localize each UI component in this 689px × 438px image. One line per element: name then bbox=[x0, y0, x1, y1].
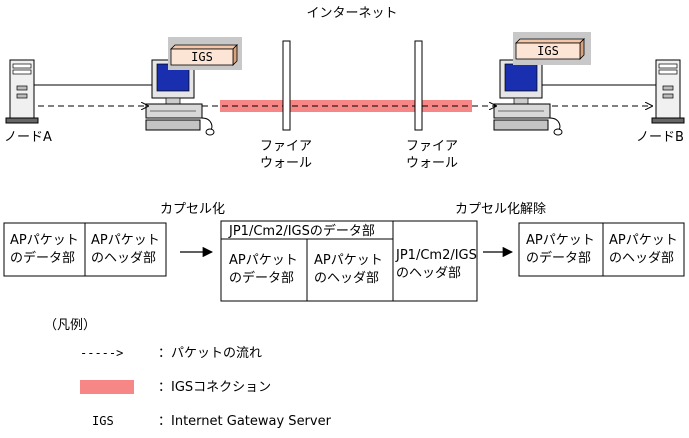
legend: （凡例） -----> ：パケットの流れ ：IGSコネクション IGS ：Int… bbox=[44, 318, 332, 429]
firewall-left-label-line1: ファイア bbox=[260, 139, 312, 154]
igs-badge-right-text: IGS bbox=[537, 44, 559, 58]
computer-right-icon bbox=[493, 59, 563, 136]
legend-igs-connection-swatch bbox=[80, 380, 134, 394]
packet-left-data-line1: APパケット bbox=[10, 233, 79, 248]
node-b-label: ノードB bbox=[636, 130, 684, 145]
packet-right-header-line1: APパケット bbox=[609, 233, 678, 248]
encapsulation-label: カプセル化 bbox=[160, 202, 225, 217]
packet-middle-data-line2: のデータ部 bbox=[229, 270, 294, 286]
packet-right-data-line2: のデータ部 bbox=[526, 250, 591, 266]
packet-right-data-line1: APパケット bbox=[526, 233, 595, 248]
packet-left-data-line2: のデータ部 bbox=[10, 250, 75, 266]
packet-left-header-line2: のヘッダ部 bbox=[91, 251, 156, 266]
packet-middle-header-line2: のヘッダ部 bbox=[314, 271, 379, 286]
packet-right-header-line2: のヘッダ部 bbox=[609, 251, 674, 266]
legend-igs-connection-desc: ：IGSコネクション bbox=[158, 380, 271, 395]
firewall-right-icon bbox=[414, 40, 423, 131]
server-b-icon bbox=[651, 59, 685, 124]
packet-left: APパケット のデータ部 APパケット のヘッダ部 bbox=[3, 222, 167, 277]
packet-middle: JP1/Cm2/IGSのデータ部 APパケット のデータ部 APパケット のヘッ… bbox=[220, 220, 478, 302]
firewall-right-label-line2: ウォール bbox=[406, 156, 458, 171]
computer-left-icon bbox=[145, 59, 215, 136]
firewall-left-label-line2: ウォール bbox=[260, 156, 312, 171]
legend-title: （凡例） bbox=[44, 318, 96, 333]
decapsulation-label: カプセル化解除 bbox=[455, 202, 546, 217]
firewall-right-label-line1: ファイア bbox=[406, 139, 458, 154]
packet-middle-header-line1: APパケット bbox=[314, 253, 383, 268]
legend-packet-flow-key: -----> bbox=[80, 346, 123, 360]
igs-badge-right: IGS bbox=[513, 32, 591, 65]
packet-middle-outer-title: JP1/Cm2/IGSのデータ部 bbox=[228, 223, 375, 239]
packet-middle-igs-line1: JP1/Cm2/IGS bbox=[395, 248, 477, 263]
packet-middle-data-line1: APパケット bbox=[229, 253, 298, 268]
node-a-label: ノードA bbox=[4, 130, 52, 145]
packet-left-header-line1: APパケット bbox=[91, 233, 160, 248]
firewall-left-icon bbox=[282, 40, 291, 131]
legend-igs-key: IGS bbox=[92, 414, 114, 428]
packet-right: APパケット のデータ部 APパケット のヘッダ部 bbox=[518, 222, 685, 277]
igs-badge-left: IGS bbox=[168, 37, 242, 70]
server-a-icon bbox=[5, 59, 39, 124]
internet-title: インターネット bbox=[306, 6, 397, 21]
legend-packet-flow-desc: ：パケットの流れ bbox=[158, 346, 262, 361]
packet-middle-igs-line2: のヘッダ部 bbox=[396, 266, 461, 281]
igs-badge-left-text: IGS bbox=[191, 50, 213, 64]
legend-igs-desc: ：Internet Gateway Server bbox=[158, 414, 332, 429]
